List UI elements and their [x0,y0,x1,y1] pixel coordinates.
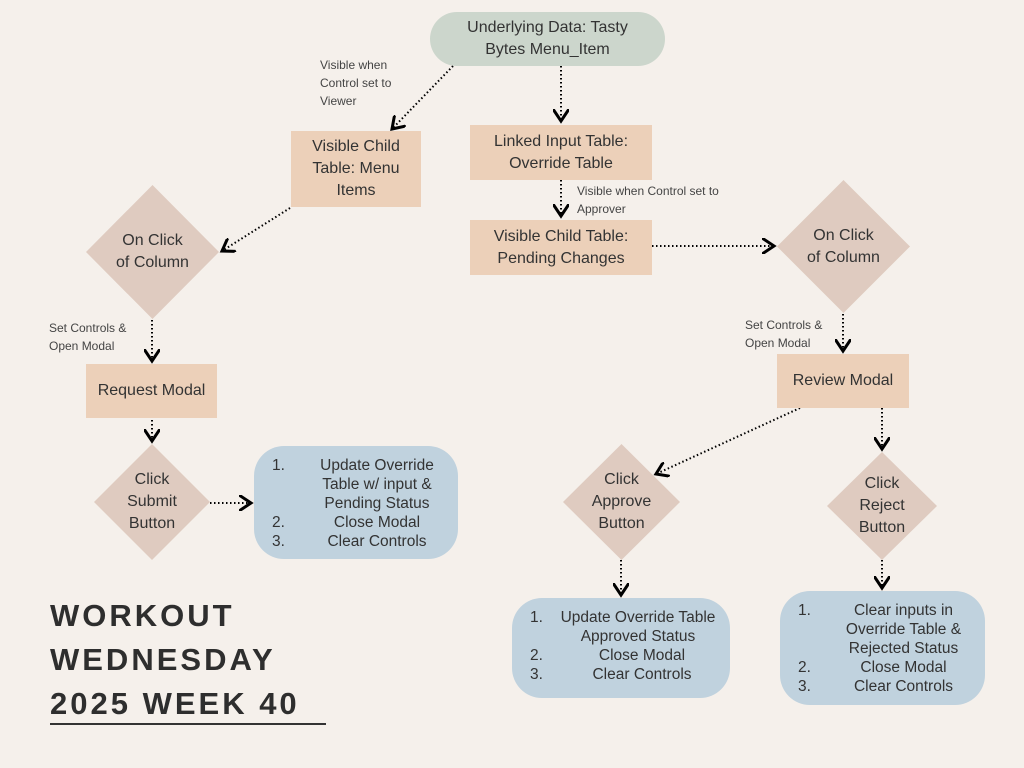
list-number: 1. [798,602,811,619]
pending-changes-node: Visible Child Table: Pending Changes [470,220,652,275]
review-modal-node: Review Modal [777,354,909,408]
list-item: 2. Close Modal [512,646,730,665]
set-controls-right-label: Set Controls & Open Modal [745,318,823,350]
approve-actions-list: 1.Update Override Table Approved Status … [512,598,730,698]
node-label: Click Reject Button [858,475,906,536]
title-line-3: 2025 WEEK 40 [50,686,300,721]
list-text: Close Modal [598,647,686,664]
list-text: Close Modal [860,659,947,676]
node-label: On Click of Column [807,226,880,266]
list-number: 3. [530,666,543,683]
set-controls-left-label: Set Controls & Open Modal [49,321,127,353]
list-number: 2. [798,659,811,676]
menu-items-to-column-arrow [222,207,291,251]
list-item: 1. Update Override Table Approved Status [512,608,730,646]
list-number: 3. [272,533,285,550]
node-label: Visible Child Table: Menu Items [312,138,400,199]
list-item: 2. Close Modal [780,658,985,677]
list-number: 2. [530,647,543,664]
node-label: Linked Input Table: Override Table [493,132,629,172]
list-text: Clear Controls [853,678,954,695]
list-item: 1. Clear inputs in Override Table & Rejec… [780,601,985,658]
linked-input-node: Linked Input Table: Override Table [470,125,652,180]
list-text: Clear inputs in Override Table & Rejecte… [845,602,962,657]
list-item: 3. Clear Controls [512,665,730,684]
node-label: Request Modal [97,382,206,399]
list-text: Clear Controls [592,666,692,683]
approver-condition-label: Visible when Control set to Approver [577,184,719,216]
list-text: Clear Controls [327,533,427,550]
node-label: On Click of Column [116,232,189,271]
list-item: 3. Clear Controls [254,532,458,551]
data-to-menu-items-arrow [392,65,454,129]
child-menu-items-node: Visible Child Table: Menu Items [291,131,421,207]
submit-actions-list: 1. Update Override Table w/ input & Pendi… [254,446,458,559]
node-label: Click Submit Button [127,471,177,532]
title-line-1: WORKOUT [50,598,235,633]
node-label: Visible Child Table: Pending Changes [493,227,629,267]
reject-actions-list: 1. Clear inputs in Override Table & Rejec… [780,591,985,705]
list-text: Update Override Table w/ input & Pending… [320,457,434,512]
list-item: 2. Close Modal [254,513,458,532]
list-number: 1. [530,609,543,626]
node-label: Click Approve Button [591,471,652,532]
list-text: Update Override Table Approved Status [560,609,716,645]
list-text: Close Modal [333,514,421,531]
list-item: 1. Update Override Table w/ input & Pendi… [254,456,458,513]
title-underline [50,723,326,725]
title-line-2: WEDNESDAY [50,642,276,677]
list-item: 3. Clear Controls [780,677,985,696]
list-number: 2. [272,514,285,531]
review-to-approve-arrow [656,407,801,474]
list-number: 3. [798,678,811,695]
viewer-condition-label: Visible when Control set to Viewer [320,58,392,108]
underlying-data-node: Underlying Data: Tasty Bytes Menu_Item [430,12,665,66]
node-label: Review Modal [792,372,894,389]
node-label: Underlying Data: Tasty Bytes Menu_Item [467,19,628,58]
list-number: 1. [272,457,285,474]
request-modal-node: Request Modal [86,364,217,418]
